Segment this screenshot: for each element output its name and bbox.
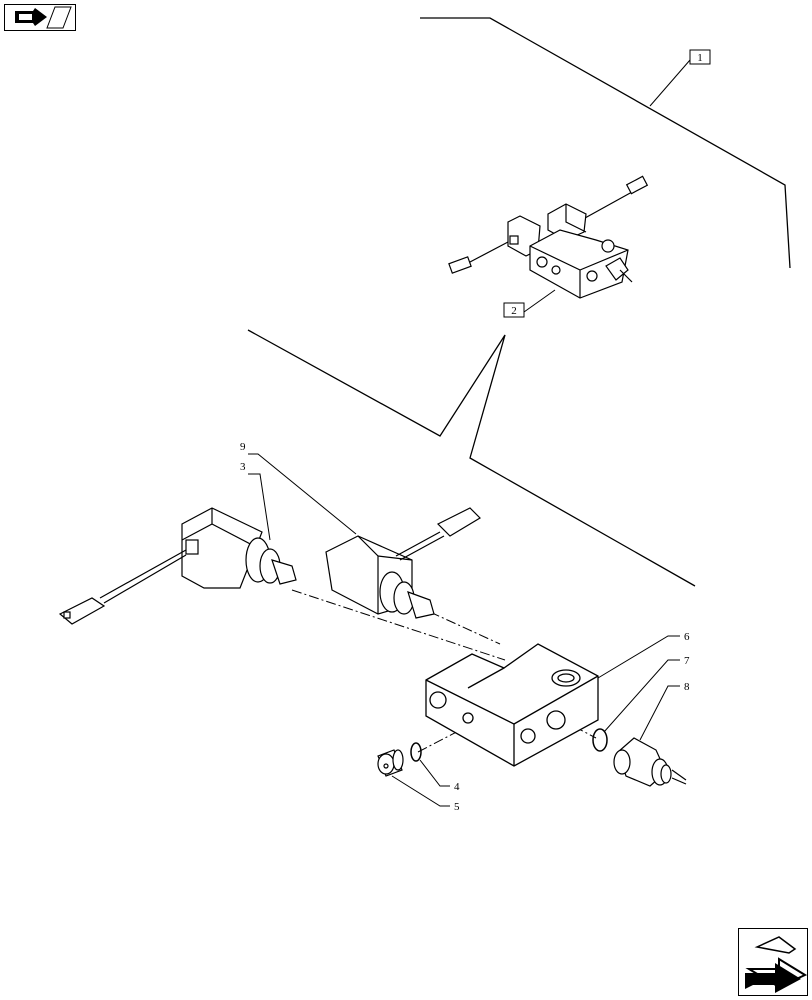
svg-text:1: 1 bbox=[697, 52, 703, 64]
sensor-fitting bbox=[613, 737, 687, 787]
leader-9 bbox=[248, 453, 357, 535]
callout-2: 2 bbox=[503, 289, 556, 318]
arrow-forward-page-icon bbox=[745, 936, 808, 993]
svg-text:2: 2 bbox=[511, 305, 517, 317]
callout-8: 8 bbox=[684, 681, 690, 693]
leader-5 bbox=[391, 775, 450, 807]
leader-3 bbox=[248, 473, 271, 541]
callout-3: 3 bbox=[240, 461, 246, 473]
callout-5: 5 bbox=[454, 801, 460, 813]
previous-page-button[interactable] bbox=[4, 4, 76, 31]
callout-6: 6 bbox=[684, 631, 690, 643]
callout-7: 7 bbox=[684, 655, 690, 667]
leader-6 bbox=[597, 635, 680, 679]
solenoid-coil-left bbox=[58, 507, 297, 625]
callout-1: 1 bbox=[649, 49, 711, 107]
leader-7 bbox=[603, 659, 680, 733]
valve-assembly-small bbox=[448, 175, 649, 299]
o-ring-large bbox=[592, 728, 608, 752]
callout-9: 9 bbox=[240, 441, 246, 453]
callout-4: 4 bbox=[454, 781, 460, 793]
valve-block bbox=[425, 643, 599, 767]
assembly-bracket-line bbox=[420, 17, 791, 269]
plug bbox=[377, 749, 404, 777]
leader-4 bbox=[419, 759, 450, 787]
exploded-view-bracket bbox=[247, 329, 696, 587]
solenoid-coil-right bbox=[325, 507, 481, 619]
leader-8 bbox=[639, 685, 680, 741]
o-ring-small bbox=[410, 742, 422, 762]
arrow-back-page-icon bbox=[15, 6, 72, 29]
next-page-button[interactable] bbox=[738, 928, 808, 996]
